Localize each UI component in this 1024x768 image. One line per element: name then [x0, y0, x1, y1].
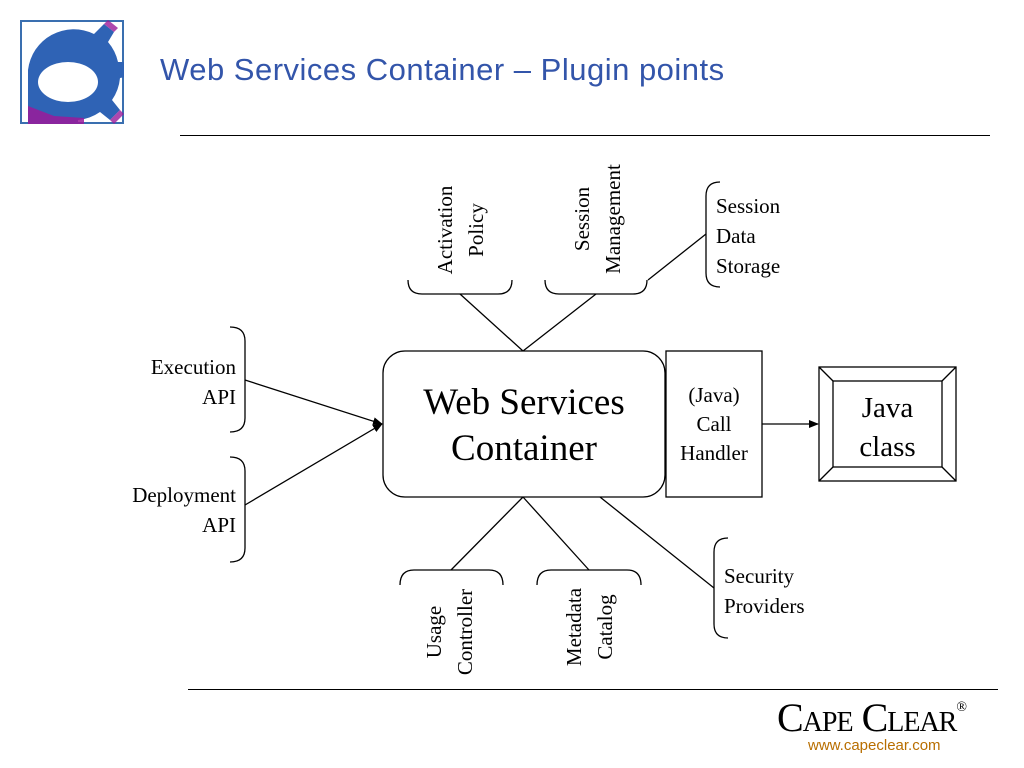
- session-data-storage-line: [647, 233, 707, 281]
- metadata-catalog-line1: Metadata: [562, 587, 586, 667]
- call-handler-line2: Call: [696, 412, 732, 436]
- call-handler-label: (Java) Call Handler: [666, 381, 762, 468]
- security-providers-line1: Security: [724, 564, 794, 588]
- footer-url-link[interactable]: www.capeclear.com: [808, 737, 941, 754]
- usage-controller-line2: Controller: [453, 588, 477, 676]
- java-class-line1: Java: [861, 392, 914, 424]
- session-data-storage-line2: Data: [716, 224, 756, 248]
- session-data-storage-line3: Storage: [716, 254, 781, 278]
- page-title: Web Services Container – Plugin points: [160, 52, 725, 87]
- top-divider: [180, 135, 990, 136]
- usage-controller-line1: Usage: [422, 605, 446, 659]
- activation-policy-line1: Activation: [433, 185, 457, 275]
- execution-api-label: Execution API: [110, 352, 236, 412]
- security-providers-line2: Providers: [724, 594, 805, 618]
- execution-api-arrow: [244, 379, 383, 426]
- web-services-container-label: Web Services Container: [383, 380, 665, 472]
- activation-policy-line: [459, 293, 524, 352]
- deployment-api-arrow: [244, 423, 383, 506]
- usage-controller-label: Usage Controller: [419, 577, 481, 687]
- container-label-line1: Web Services: [423, 382, 625, 423]
- metadata-catalog-line2: Catalog: [593, 594, 617, 660]
- deployment-api-bracket: [229, 456, 246, 563]
- java-class-line2: class: [859, 431, 916, 463]
- session-data-storage-label: Session Data Storage: [716, 191, 780, 281]
- brand-name: Cape Clear: [777, 695, 957, 740]
- session-management-line: [522, 293, 597, 352]
- java-class-outer-box: [818, 366, 957, 482]
- session-management-line1: Session: [570, 186, 594, 252]
- capeclear-brand-logo: Cape Clear®: [777, 694, 967, 741]
- metadata-catalog-line: [522, 496, 590, 571]
- web-services-container-box: [382, 350, 666, 498]
- capeclear-gear-logo-icon: [20, 20, 130, 124]
- call-handler-line1: (Java): [688, 383, 740, 407]
- usage-controller-line: [450, 496, 524, 571]
- deployment-api-label: Deployment API: [100, 480, 236, 540]
- execution-api-line2: API: [202, 385, 236, 409]
- deployment-api-line1: Deployment: [132, 483, 236, 507]
- deployment-api-line2: API: [202, 513, 236, 537]
- session-data-storage-line1: Session: [716, 194, 781, 218]
- security-providers-label: Security Providers: [724, 561, 805, 621]
- execution-api-line1: Execution: [150, 355, 236, 379]
- execution-api-bracket: [229, 326, 246, 433]
- bottom-divider: [188, 689, 998, 690]
- activation-policy-label: Activation Policy: [430, 167, 492, 293]
- security-providers-line: [599, 496, 715, 589]
- trademark-symbol: ®: [956, 700, 967, 715]
- java-class-inner-box: [832, 380, 943, 468]
- java-class-label: Java class: [833, 389, 942, 467]
- call-handler-box: [665, 350, 763, 498]
- metadata-catalog-label: Metadata Catalog: [559, 577, 621, 677]
- container-label-line2: Container: [451, 428, 597, 469]
- session-management-line2: Management: [601, 164, 625, 274]
- activation-policy-line2: Policy: [464, 203, 488, 257]
- call-handler-line3: Handler: [680, 441, 748, 465]
- session-management-label: Session Management: [567, 151, 629, 287]
